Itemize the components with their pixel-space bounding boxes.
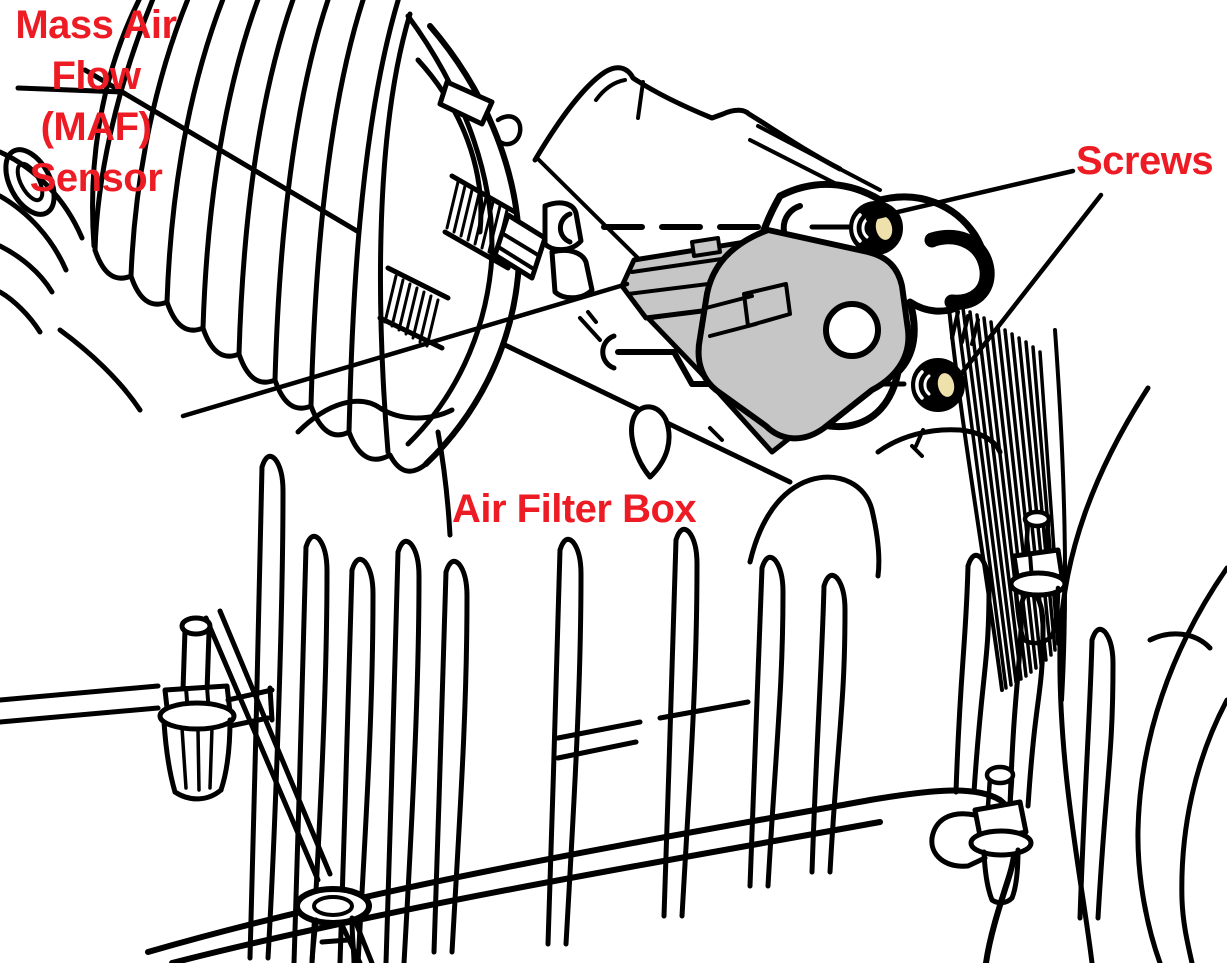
- maf-leader-line: [180, 281, 630, 419]
- screws-leader-line-lower: [955, 192, 1104, 381]
- right-lower-bolt: [929, 764, 1034, 906]
- connector-tab: [690, 236, 722, 258]
- maf-label-line-2: Flow: [51, 54, 141, 98]
- box-rim-upper: [145, 787, 1019, 963]
- clamp-tab: [437, 79, 495, 127]
- sensor-main-body: [695, 227, 912, 442]
- left-hose-line-3: [0, 243, 55, 335]
- clamp-screw-housing: [492, 212, 548, 281]
- right-upper-bolt: [1008, 509, 1068, 646]
- box-mid-rails: [555, 699, 751, 761]
- sensor-bore-hole: [823, 301, 881, 359]
- engine-cover-tick: [636, 80, 645, 120]
- right-panel-notch: [1147, 631, 1213, 651]
- lower-socket-ticks: [578, 310, 602, 342]
- clamp-collar-arc: [415, 57, 484, 235]
- background-engine-lines: [0, 65, 882, 413]
- maf-sensor-assembly: [619, 180, 995, 455]
- box-left-rails: [0, 683, 161, 725]
- left-hose-line-1: [0, 149, 85, 241]
- hatch-band-lines: [954, 303, 1062, 690]
- screws-leader-line-upper: [865, 168, 1076, 222]
- engine-cover-inner-arc: [594, 78, 627, 102]
- box-rim-lower: [169, 819, 883, 963]
- box-edge-tick: [708, 426, 724, 442]
- bottom-fastener: [294, 886, 372, 963]
- screw-lower: [911, 358, 965, 412]
- support-rod: [203, 608, 375, 963]
- screw-upper: [849, 201, 903, 255]
- lower-socket-arc: [600, 333, 617, 371]
- box-top-descender: [435, 429, 453, 538]
- duct-bottom-scallops: [92, 247, 429, 474]
- screw-upper-head-face: [875, 216, 893, 240]
- left-lower-curve: [57, 327, 143, 413]
- bracket-wing-hook: [924, 229, 995, 310]
- clamp-serration-lower: [383, 274, 440, 348]
- box-right-ticks: [910, 428, 925, 458]
- fin-tip-teardrop: [629, 404, 672, 480]
- duct-ribs: [92, 0, 413, 455]
- bracket-hatch-ticks: [950, 310, 980, 346]
- upper-socket-arc: [557, 211, 573, 245]
- upper-socket-tab-2: [549, 247, 595, 301]
- screws-label: Screws: [1076, 139, 1214, 183]
- maf-label-line-3: (MAF): [40, 105, 152, 149]
- right-panel-curve-3: [1179, 697, 1227, 963]
- right-panel-curve-1: [1057, 385, 1151, 963]
- clamp-band-upper-edges: [442, 173, 518, 271]
- air-filter-box: [0, 296, 1227, 963]
- clamp-serration-upper: [445, 180, 509, 258]
- upper-socket-tab: [542, 200, 584, 253]
- clamp-hook: [495, 114, 523, 147]
- maf-label-line-1: Mass Air: [15, 3, 177, 47]
- cover-descending-edge: [535, 156, 644, 264]
- maf-sensor-label: Mass Air Flow (MAF) Sensor: [0, 0, 192, 204]
- screw-lower-head-face: [937, 373, 955, 397]
- clamp-screw-lines: [498, 233, 540, 270]
- engine-cover-outline: [532, 65, 843, 172]
- box-hummock: [747, 474, 882, 579]
- sensor-clip-detail: [742, 282, 792, 328]
- hose-clamp: [377, 57, 548, 351]
- hatch-band-right-edge: [1053, 328, 1068, 702]
- air-filter-box-label: Air Filter Box: [452, 487, 697, 531]
- left-mounting-bolt: [157, 615, 275, 802]
- duct-left-silhouette: [90, 0, 142, 249]
- leader-lines: [180, 168, 1104, 419]
- maf-label-line-4: Sensor: [29, 156, 163, 200]
- left-hose-line-2: [0, 193, 69, 273]
- bracket-wing-highlight: [935, 244, 980, 295]
- fasteners: [157, 509, 1068, 963]
- hatch-band-left-edge: [946, 296, 1004, 692]
